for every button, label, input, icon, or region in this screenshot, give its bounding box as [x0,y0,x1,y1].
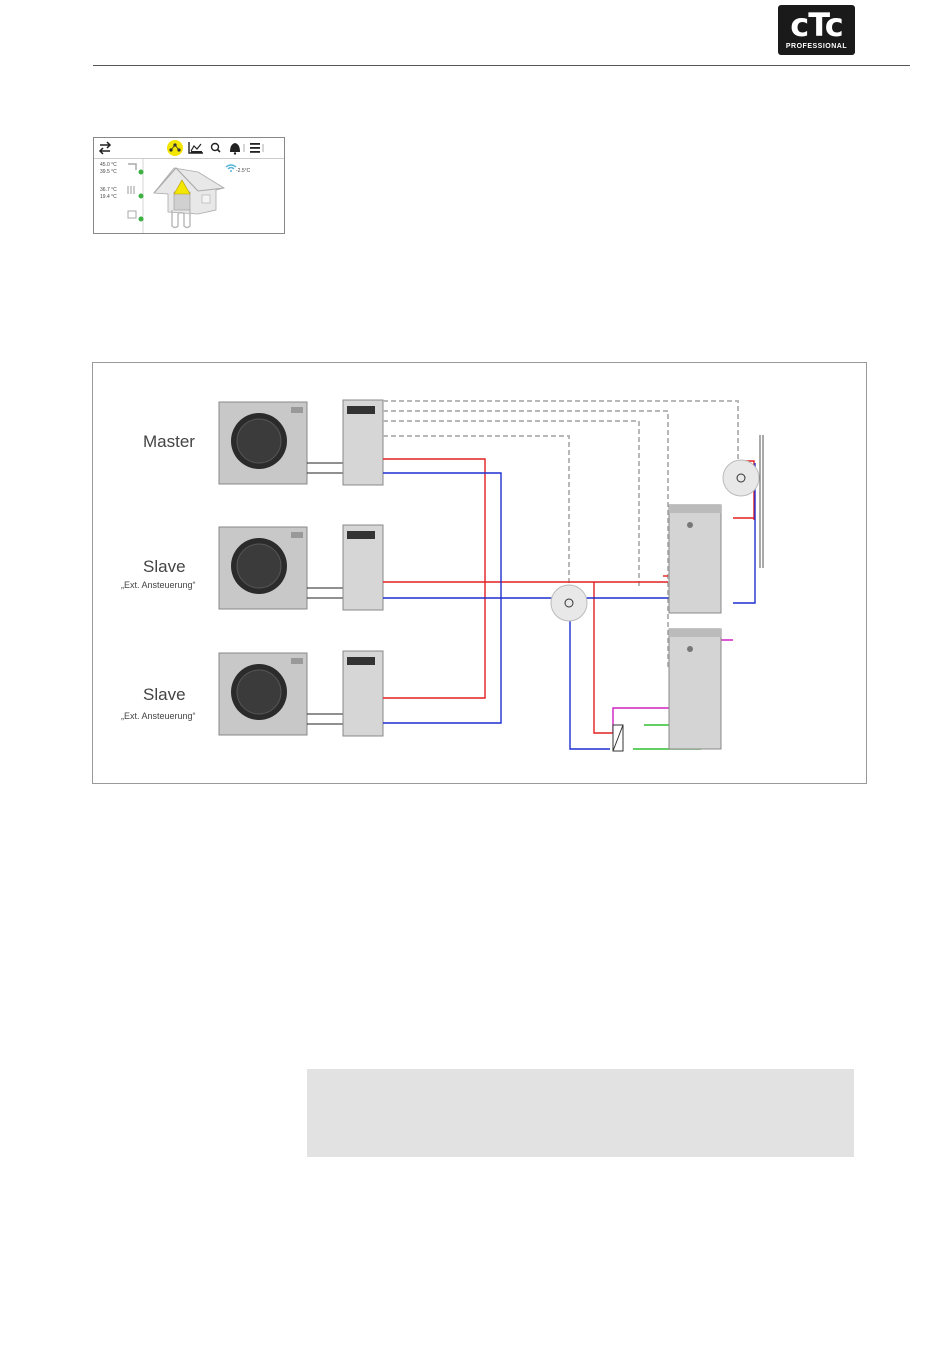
distribution-pipes [760,435,763,568]
unit-label-slave-1: Slave [143,557,186,577]
ctc-logo: cTc PROFESSIONAL [778,5,855,55]
zone1-supply-temp: 45.0 °C [100,162,117,168]
note-box [307,1069,854,1157]
outdoor-unit-slave-1 [219,527,307,609]
pool-icon [128,211,144,222]
buffer-tank [669,505,721,613]
zone1-return-temp: 39.5 °C [100,169,117,175]
plate-heat-exchanger [613,725,623,751]
heatpump-network-icon[interactable] [167,140,183,156]
zoom-icon[interactable] [212,144,221,153]
menu-icon[interactable] [250,143,263,153]
dhw-tank [669,629,721,749]
outdoor-unit-master [219,402,307,484]
tap-icon [128,164,144,175]
indoor-unit-master [343,400,383,485]
house-icon [154,168,224,228]
chart-icon[interactable] [189,142,203,153]
zone2-supply-temp: 36.7 °C [100,187,117,193]
radiator-icon [128,186,144,199]
logo-text: cTc [778,7,855,43]
hydraulic-separator-detail [551,585,587,621]
unit-note-slave-2: „Ext. Ansteuerung“ [121,711,196,721]
alarm-icon[interactable] [230,143,244,155]
indoor-unit-slave-1 [343,525,383,610]
wifi-icon [226,165,236,172]
hydraulic-diagram: Master Slave „Ext. Ansteuerung“ Slave „E… [92,362,867,784]
outdoor-unit-slave-2 [219,653,307,735]
unit-label-slave-2: Slave [143,685,186,705]
outdoor-temp: -2.5°C [236,168,250,174]
controller-screen: 45.0 °C 39.5 °C 36.7 °C 19.4 °C -2.5°C [93,137,285,234]
logo-subtext: PROFESSIONAL [778,43,855,51]
unit-label-master: Master [143,432,195,452]
swap-icon[interactable] [100,142,110,154]
heating-circuit-pump-detail [723,460,759,496]
zone2-return-temp: 19.4 °C [100,194,117,200]
screen-toolbar [94,138,284,159]
unit-note-slave-1: „Ext. Ansteuerung“ [121,580,196,590]
indoor-unit-slave-2 [343,651,383,736]
header-divider [93,65,910,66]
